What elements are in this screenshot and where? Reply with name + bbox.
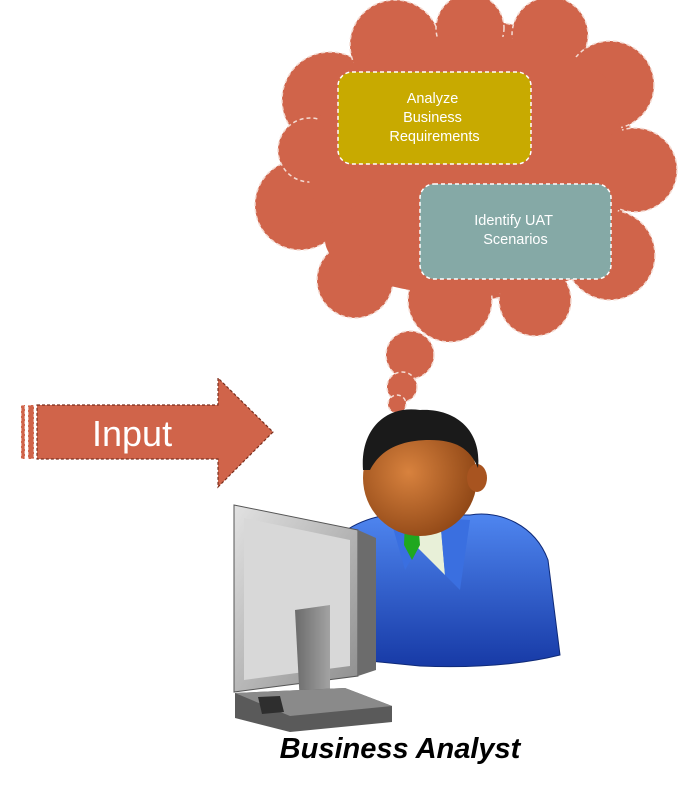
input-arrow: Input [20, 376, 274, 489]
role-caption: Business Analyst [279, 733, 521, 765]
box2-line-2: Scenarios [483, 232, 547, 248]
box1-line-1: Analyze [407, 91, 459, 107]
svg-text:Analyze Business R: Analyze Business Requirements [389, 91, 479, 145]
analyze-requirements-box: Analyze Business Requirements [337, 71, 532, 165]
business-person-icon [339, 409, 561, 668]
svg-text:Identify UAT Scenarios: Identify UAT Scenarios [474, 213, 556, 248]
box2-line-1: Identify UAT [474, 213, 553, 229]
computer-monitor-icon [233, 504, 392, 732]
input-label: Input [92, 413, 172, 454]
box1-line-2: Business [403, 110, 462, 126]
right-arrow-icon [20, 376, 274, 489]
identify-uat-scenarios-box: Identify UAT Scenarios [419, 183, 612, 280]
box1-line-3: Requirements [389, 129, 479, 145]
